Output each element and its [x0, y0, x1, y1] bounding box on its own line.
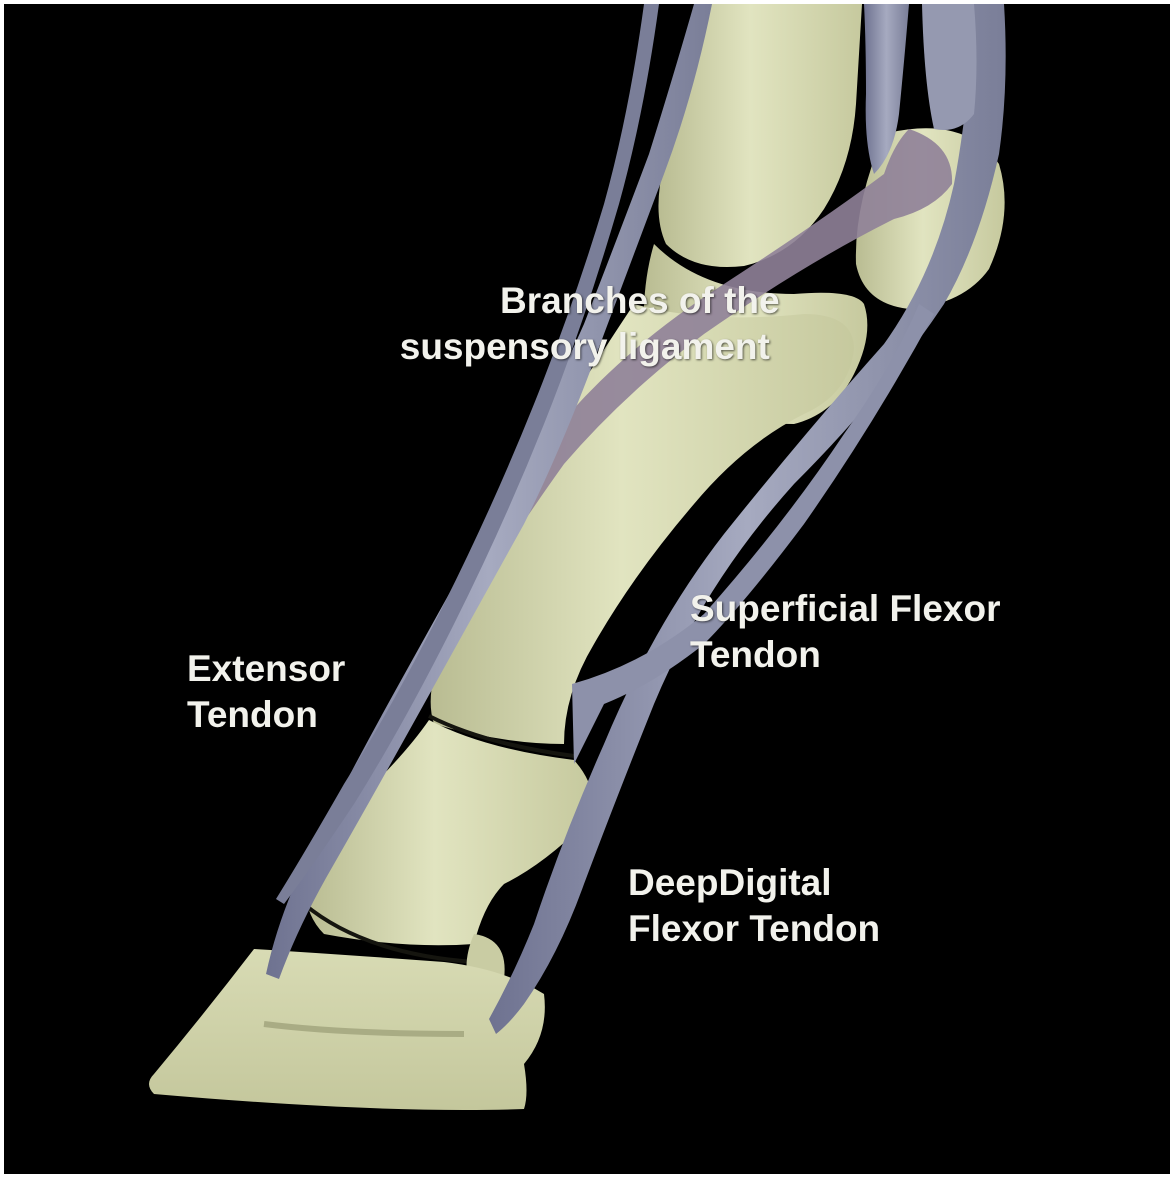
image-frame: Branches of the suspensory ligament Supe…: [4, 4, 1170, 1174]
label-superficial-flexor-tendon: Superficial Flexor Tendon: [690, 586, 1001, 678]
label-suspensory-line2: suspensory ligament: [390, 324, 780, 370]
flexor-tendon-bundle: [922, 4, 977, 130]
label-deep-digital-flexor-tendon: DeepDigital Flexor Tendon: [628, 860, 880, 952]
label-suspensory-line1: Branches of the: [490, 278, 780, 324]
label-suspensory-ligament: Branches of the suspensory ligament: [490, 278, 780, 370]
label-extensor-line2: Tendon: [187, 692, 345, 738]
label-deep-line1: DeepDigital: [628, 860, 880, 906]
label-superficial-line1: Superficial Flexor: [690, 586, 1001, 632]
label-extensor-line1: Extensor: [187, 646, 345, 692]
label-extensor-tendon: Extensor Tendon: [187, 646, 345, 738]
label-superficial-line2: Tendon: [690, 632, 1001, 678]
label-deep-line2: Flexor Tendon: [628, 906, 880, 952]
